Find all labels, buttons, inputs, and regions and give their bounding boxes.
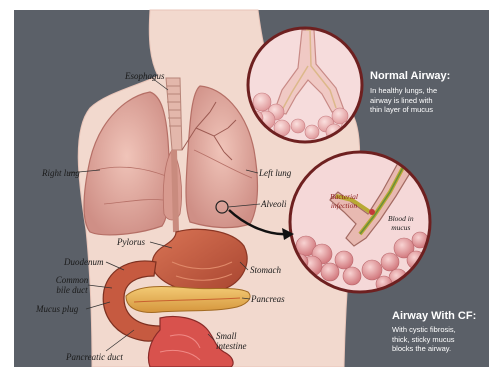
label-mucus-plug: Mucus plug — [36, 304, 78, 314]
cf-airway-line2: thick, sticky mucus — [392, 335, 456, 345]
pancreas-shape — [126, 286, 250, 312]
normal-airway-title: Normal Airway: — [370, 70, 450, 83]
label-right-lung: Right lung — [42, 168, 80, 178]
label-small-intestine-line1: Small — [216, 331, 247, 341]
label-pylorus: Pylorus — [117, 237, 145, 247]
label-blood-in-mucus: Blood in mucus — [388, 214, 414, 232]
cf-airway-text: With cystic fibrosis, thick, sticky mucu… — [392, 325, 456, 354]
white-strip — [0, 0, 489, 10]
normal-airway-text: In healthy lungs, the airway is lined wi… — [370, 86, 437, 115]
label-bacterial-line2: infection — [330, 201, 358, 210]
label-small-intestine: Small intestine — [216, 331, 247, 351]
normal-airway-line1: In healthy lungs, the — [370, 86, 437, 96]
label-common-bile-duct-line2: bile duct — [52, 285, 92, 295]
esophagus-tube — [174, 150, 176, 232]
normal-airway-line3: thin layer of mucus — [370, 105, 437, 115]
cf-airway-line1: With cystic fibrosis, — [392, 325, 456, 335]
label-pancreatic-duct: Pancreatic duct — [66, 352, 123, 362]
label-duodenum: Duodenum — [64, 257, 104, 267]
label-stomach: Stomach — [250, 265, 281, 275]
label-esophagus: Esophagus — [125, 71, 165, 81]
label-common-bile-duct-line1: Common — [52, 275, 92, 285]
label-left-lung: Left lung — [259, 168, 291, 178]
label-blood-line2: mucus — [388, 223, 414, 232]
cf-airway-line3: blocks the airway. — [392, 344, 456, 354]
left-margin — [0, 10, 14, 367]
label-small-intestine-line2: intestine — [216, 341, 247, 351]
normal-airway-line2: airway is lined with — [370, 96, 437, 106]
label-blood-line1: Blood in — [388, 214, 414, 223]
label-common-bile-duct: Common bile duct — [52, 275, 92, 295]
label-alveoli: Alveoli — [261, 199, 287, 209]
label-bacterial-infection: Bacterial infection — [330, 192, 358, 210]
cf-airway-title: Airway With CF: — [392, 310, 476, 323]
label-pancreas: Pancreas — [251, 294, 285, 304]
label-bacterial-line1: Bacterial — [330, 192, 358, 201]
